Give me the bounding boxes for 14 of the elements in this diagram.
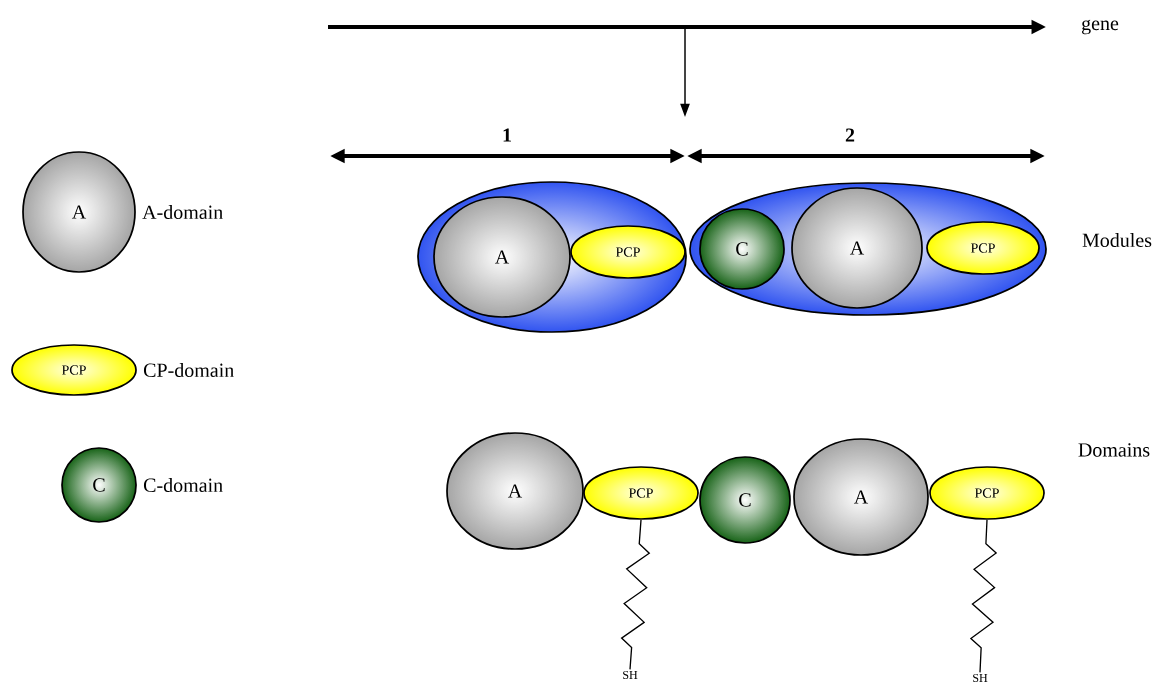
- chain-line: [620, 519, 651, 671]
- module-ellipse: [689, 182, 1047, 316]
- module-ellipse: [417, 181, 687, 333]
- group-label: SH: [973, 673, 988, 683]
- chain-line: [969, 519, 998, 674]
- row-label: Domains: [1078, 443, 1150, 457]
- module-number: 2: [845, 128, 855, 142]
- module-number: 1: [503, 128, 511, 142]
- gene-label: gene: [1082, 19, 1119, 35]
- domain-name: C-domain: [143, 477, 223, 492]
- domain-name: A-domain: [142, 204, 223, 220]
- row-label: Modules: [1082, 232, 1152, 248]
- group-label: SH: [623, 670, 638, 680]
- domain-name: CP-domain: [143, 362, 234, 377]
